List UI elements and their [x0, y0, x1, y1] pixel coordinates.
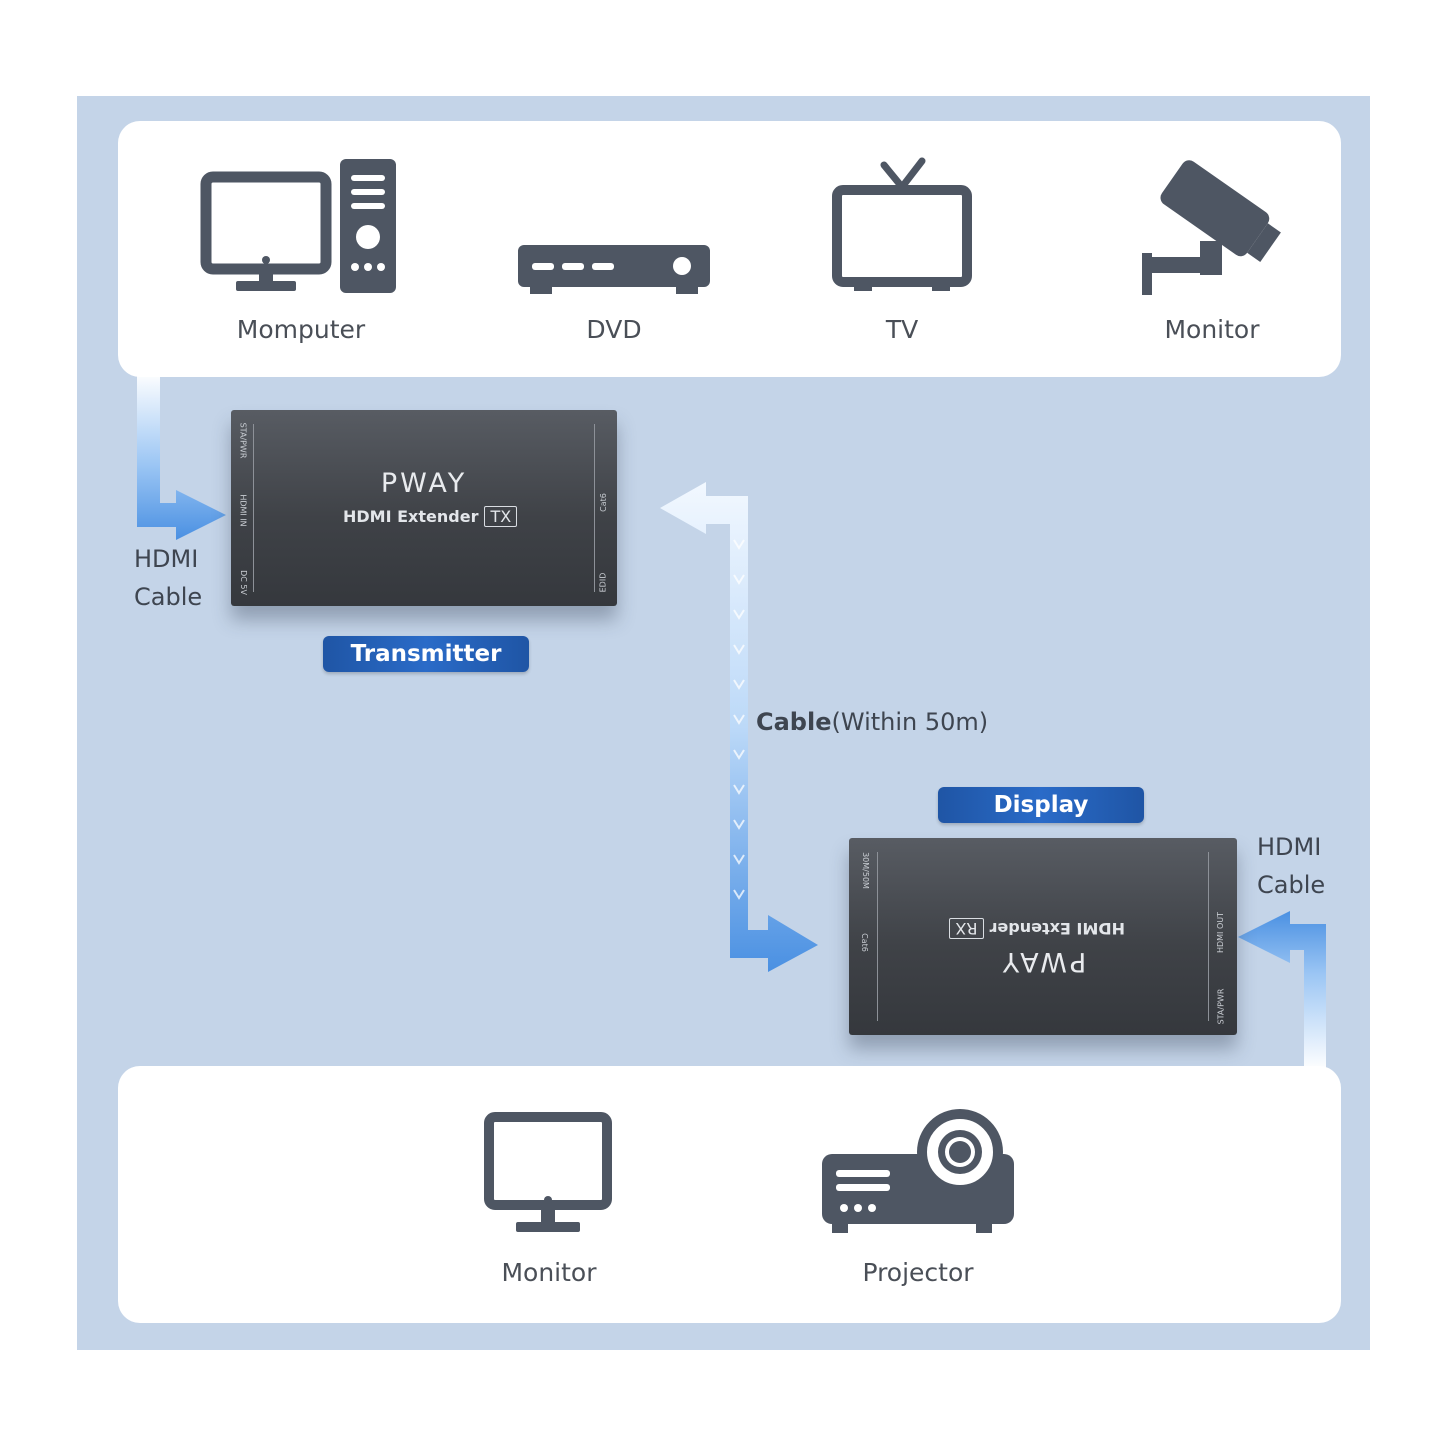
output-cable-line1: HDMI [1257, 833, 1322, 861]
tx-model-text: HDMI Extender [343, 507, 479, 526]
security-camera-icon [1142, 160, 1281, 295]
display-label-projector: Projector [862, 1258, 974, 1287]
source-label-dvd: DVD [586, 315, 642, 344]
projector-icon [822, 1109, 1014, 1233]
link-cable-note: Cable(Within 50m) [756, 703, 988, 741]
link-note-normal: (Within 50m) [831, 708, 989, 736]
link-note-bold: Cable [756, 708, 832, 736]
input-cable-note: HDMI Cable [134, 540, 202, 616]
source-label-computer: Momputer [236, 315, 366, 344]
link-chevrons [733, 539, 745, 900]
link-cable-arrow [660, 482, 818, 972]
output-hdmi-arrow [1238, 911, 1326, 1070]
source-label-tv: TV [885, 315, 919, 344]
rx-face: PWAY HDMI Extender RX [849, 838, 1237, 1035]
tx-brand: PWAY [380, 468, 468, 499]
source-camera: Monitor [1142, 157, 1290, 357]
computer-tower-icon [200, 159, 396, 293]
tx-port-hdmi-in: HDMI IN [238, 494, 248, 527]
source-dvd: DVD [518, 157, 710, 357]
display-monitor: Monitor [484, 1112, 614, 1312]
monitor-icon [484, 1112, 612, 1232]
display-label-monitor: Monitor [501, 1258, 597, 1287]
source-tv: TV [832, 157, 972, 357]
dvd-player-icon [518, 245, 710, 294]
tx-tag: TX [484, 506, 518, 527]
rx-tag: RX [949, 918, 984, 939]
tx-port-edid: EDID [598, 572, 608, 593]
transmitter-box: STA/PWR HDMI IN DC 5V Cat6 EDID PWAY HDM… [231, 410, 617, 606]
rx-model-text: HDMI Extender [989, 919, 1125, 938]
tx-port-sta: STA/PWR [238, 422, 248, 459]
output-cable-line2: Cable [1257, 871, 1326, 899]
input-hdmi-arrow [137, 372, 226, 540]
output-cable-note: HDMI Cable [1257, 828, 1325, 904]
rx-model: HDMI Extender RX [949, 918, 1125, 939]
transmitter-caption: Transmitter [323, 636, 529, 672]
sources-panel: Momputer DVD TV [118, 121, 1341, 377]
input-cable-line1: HDMI [134, 545, 199, 573]
source-label-camera: Monitor [1164, 315, 1260, 344]
source-computer: Momputer [200, 157, 398, 357]
receiver-caption: Display [938, 787, 1144, 823]
displays-panel: Monitor Projector [118, 1066, 1341, 1323]
tx-port-dc: DC 5V [238, 570, 248, 595]
rx-brand: PWAY [999, 946, 1087, 977]
input-cable-line2: Cable [134, 583, 203, 611]
receiver-box: 30M/50M Cat6 HDMI OUT STA/PWR PWAY HDMI … [849, 838, 1237, 1035]
tx-model: HDMI Extender TX [343, 506, 518, 527]
tv-icon [832, 157, 972, 291]
display-projector: Projector [820, 1109, 1016, 1312]
